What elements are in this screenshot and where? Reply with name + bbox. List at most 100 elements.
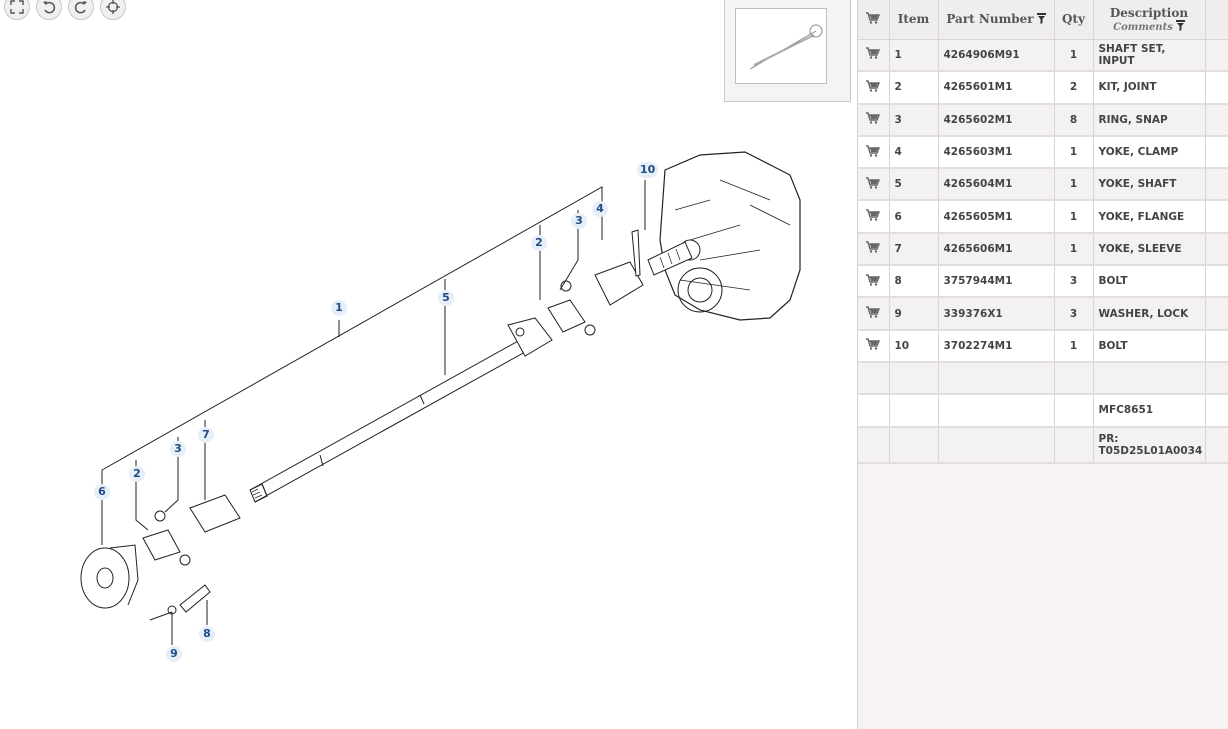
qty-cell: 8 [1054, 103, 1094, 137]
fullscreen-button[interactable] [4, 0, 30, 20]
header-cart[interactable] [858, 0, 890, 40]
callout-5[interactable]: 5 [438, 290, 454, 306]
extra-cell [1205, 200, 1228, 234]
cart-icon [866, 177, 881, 189]
part-number-cell: 4265603M1 [938, 135, 1055, 170]
table-row-reference: MFC8651 [858, 394, 1228, 428]
header-part-number-label: Part Number [946, 12, 1034, 27]
minimap[interactable] [724, 0, 851, 102]
rotate-right-icon [74, 1, 87, 14]
qty-cell: 1 [1054, 168, 1094, 202]
item-cell: 2 [889, 71, 939, 105]
callout-8[interactable]: 8 [199, 626, 215, 642]
part-number-cell: 4265604M1 [938, 168, 1055, 202]
item-cell: 1 [889, 39, 939, 73]
cart-icon [866, 12, 881, 24]
header-qty[interactable]: Qty [1054, 0, 1094, 40]
add-to-cart-button[interactable] [858, 168, 890, 202]
callout-3[interactable]: 3 [571, 213, 587, 229]
header-description-label: Description [1109, 5, 1189, 20]
qty-cell: 2 [1054, 71, 1094, 105]
add-to-cart-button[interactable] [858, 103, 890, 137]
description-cell: YOKE, SLEEVE [1093, 232, 1206, 267]
cart-icon [866, 80, 881, 92]
cart-icon [866, 209, 881, 221]
callout-7[interactable]: 7 [198, 427, 214, 443]
diagram-viewer[interactable]: 10 4 3 2 1 5 7 3 2 6 8 9 [0, 0, 857, 729]
qty-cell: 1 [1054, 329, 1094, 363]
callout-2[interactable]: 2 [531, 235, 547, 251]
add-to-cart-button[interactable] [858, 265, 890, 299]
filter-icon[interactable] [1036, 13, 1046, 25]
table-row-pr: PR: T05D25L01A0034 [858, 426, 1228, 464]
item-cell: 7 [889, 232, 939, 267]
item-cell: 8 [889, 265, 939, 299]
extra-cell [1205, 265, 1228, 299]
description-cell: RING, SNAP [1093, 103, 1206, 137]
callout-4[interactable]: 4 [592, 201, 608, 217]
callout-3[interactable]: 3 [170, 441, 186, 457]
callout-2[interactable]: 2 [129, 466, 145, 482]
extra-cell [1205, 168, 1228, 202]
description-cell: KIT, JOINT [1093, 71, 1206, 105]
exploded-parts-diagram [80, 151, 801, 645]
part-number-cell: 4264906M91 [938, 39, 1055, 73]
recenter-button[interactable] [100, 0, 126, 20]
part-number-cell: 4265602M1 [938, 103, 1055, 137]
add-to-cart-button[interactable] [858, 297, 890, 331]
rotate-left-button[interactable] [36, 0, 62, 20]
item-cell: 4 [889, 135, 939, 170]
add-to-cart-button[interactable] [858, 71, 890, 105]
callout-1[interactable]: 1 [331, 300, 347, 316]
add-to-cart-button[interactable] [858, 329, 890, 363]
description-cell: BOLT [1093, 329, 1206, 363]
header-item[interactable]: Item [889, 0, 939, 40]
filter-icon[interactable] [1175, 19, 1185, 31]
description-cell: SHAFT SET, INPUT [1093, 39, 1206, 73]
extra-cell [1205, 71, 1228, 105]
callout-10[interactable]: 10 [637, 162, 659, 178]
table-row-empty [858, 361, 1228, 396]
part-number-cell: 4265606M1 [938, 232, 1055, 267]
qty-cell: 1 [1054, 200, 1094, 234]
qty-cell: 3 [1054, 297, 1094, 331]
callout-6[interactable]: 6 [94, 484, 110, 500]
item-cell: 5 [889, 168, 939, 202]
add-to-cart-button[interactable] [858, 200, 890, 234]
item-cell: 10 [889, 329, 939, 363]
minimap-diagram [749, 24, 823, 70]
cart-icon [866, 274, 881, 286]
cart-icon [866, 241, 881, 254]
rotate-right-button[interactable] [68, 0, 94, 20]
extra-cell [1205, 135, 1228, 170]
part-number-cell: 3702274M1 [938, 329, 1055, 363]
minimap-viewport[interactable] [735, 8, 827, 84]
callout-9[interactable]: 9 [166, 646, 182, 662]
part-number-cell: 339376X1 [938, 297, 1055, 331]
add-to-cart-button[interactable] [858, 232, 890, 267]
extra-cell [1205, 329, 1228, 363]
add-to-cart-button[interactable] [858, 39, 890, 73]
add-to-cart-button[interactable] [858, 135, 890, 170]
qty-cell: 3 [1054, 265, 1094, 299]
extra-cell [1205, 103, 1228, 137]
description-cell: YOKE, CLAMP [1093, 135, 1206, 170]
extra-cell [1205, 39, 1228, 73]
header-part-number[interactable]: Part Number [938, 0, 1055, 40]
part-number-cell: 4265601M1 [938, 71, 1055, 105]
